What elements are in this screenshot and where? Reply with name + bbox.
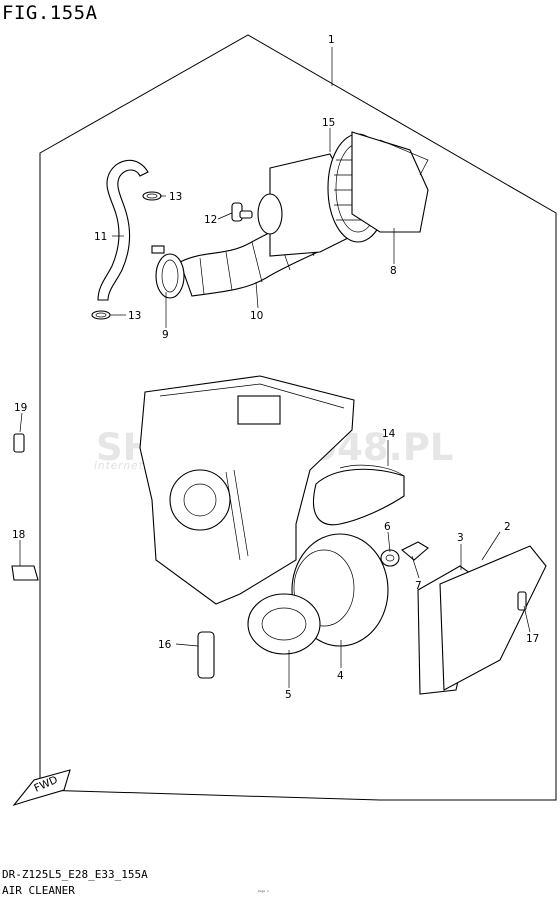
figure-title: FIG.155A <box>2 2 98 24</box>
mounting-clip[interactable] <box>11 565 39 581</box>
callout-12: 12 <box>204 214 217 226</box>
callout-labels: 1 2 3 4 5 6 7 8 9 10 11 12 13 13 14 15 1… <box>12 34 539 701</box>
footer-small-print: Page 1 <box>258 889 269 893</box>
callout-10: 10 <box>250 310 263 322</box>
callout-13-upper: 13 <box>169 191 182 203</box>
forward-arrow: FWD <box>12 769 71 807</box>
wing-bolt[interactable] <box>401 541 429 561</box>
callout-18: 18 <box>12 529 25 541</box>
intake-duct[interactable] <box>312 464 405 526</box>
callout-4: 4 <box>337 670 344 682</box>
callout-7: 7 <box>415 580 422 592</box>
callout-6: 6 <box>384 521 391 533</box>
breather-fitting[interactable] <box>231 202 253 222</box>
callout-8: 8 <box>390 265 397 277</box>
section-title: AIR CLEANER <box>2 884 75 897</box>
hose-clamp-upper[interactable] <box>142 191 162 201</box>
callout-15: 15 <box>322 117 335 129</box>
hose-clamp-lower[interactable] <box>91 310 111 320</box>
callout-2: 2 <box>504 521 511 533</box>
callout-1: 1 <box>328 34 335 46</box>
leader-lines <box>19 47 531 688</box>
washer[interactable] <box>380 549 400 567</box>
callout-14: 14 <box>382 428 396 440</box>
callout-19: 19 <box>14 402 27 414</box>
callout-11: 11 <box>94 231 107 243</box>
callout-9: 9 <box>162 329 169 341</box>
callout-3: 3 <box>457 532 464 544</box>
air-cleaner-case[interactable] <box>139 375 355 605</box>
element-holder[interactable] <box>247 593 321 655</box>
model-code: DR-Z125L5_E28_E33_155A <box>2 868 148 881</box>
mounting-bolt[interactable] <box>13 433 25 453</box>
cover[interactable] <box>439 545 547 691</box>
breather-hose[interactable] <box>97 159 149 301</box>
drain-plug[interactable] <box>197 631 215 679</box>
intake-clamp[interactable] <box>151 245 185 299</box>
callout-17: 17 <box>526 633 539 645</box>
callout-13-lower: 13 <box>128 310 141 322</box>
callout-5: 5 <box>285 689 292 701</box>
cover-screw[interactable] <box>517 591 527 611</box>
callout-16: 16 <box>158 639 172 651</box>
outlet-flange[interactable] <box>351 131 429 233</box>
